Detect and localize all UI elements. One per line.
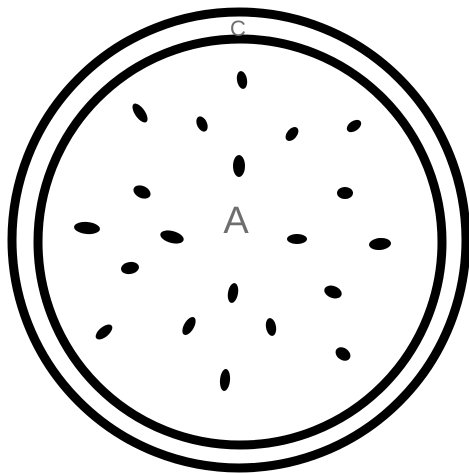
spot xyxy=(322,283,343,300)
spot xyxy=(236,70,249,89)
spot xyxy=(287,234,307,244)
spot xyxy=(226,282,239,303)
spot xyxy=(345,117,364,134)
spot xyxy=(130,101,151,125)
spot xyxy=(194,115,210,134)
spot xyxy=(369,237,392,251)
label-a: A xyxy=(223,200,249,242)
spot xyxy=(131,183,152,201)
spot xyxy=(74,221,101,235)
spot xyxy=(265,317,278,336)
label-c: C xyxy=(230,16,246,41)
spot xyxy=(337,187,353,199)
spot xyxy=(93,322,115,343)
spot xyxy=(120,261,140,276)
spot xyxy=(333,344,353,363)
spot xyxy=(219,369,231,392)
spot xyxy=(283,125,301,144)
spot xyxy=(180,315,199,337)
spot xyxy=(233,155,245,177)
spot xyxy=(159,228,185,246)
